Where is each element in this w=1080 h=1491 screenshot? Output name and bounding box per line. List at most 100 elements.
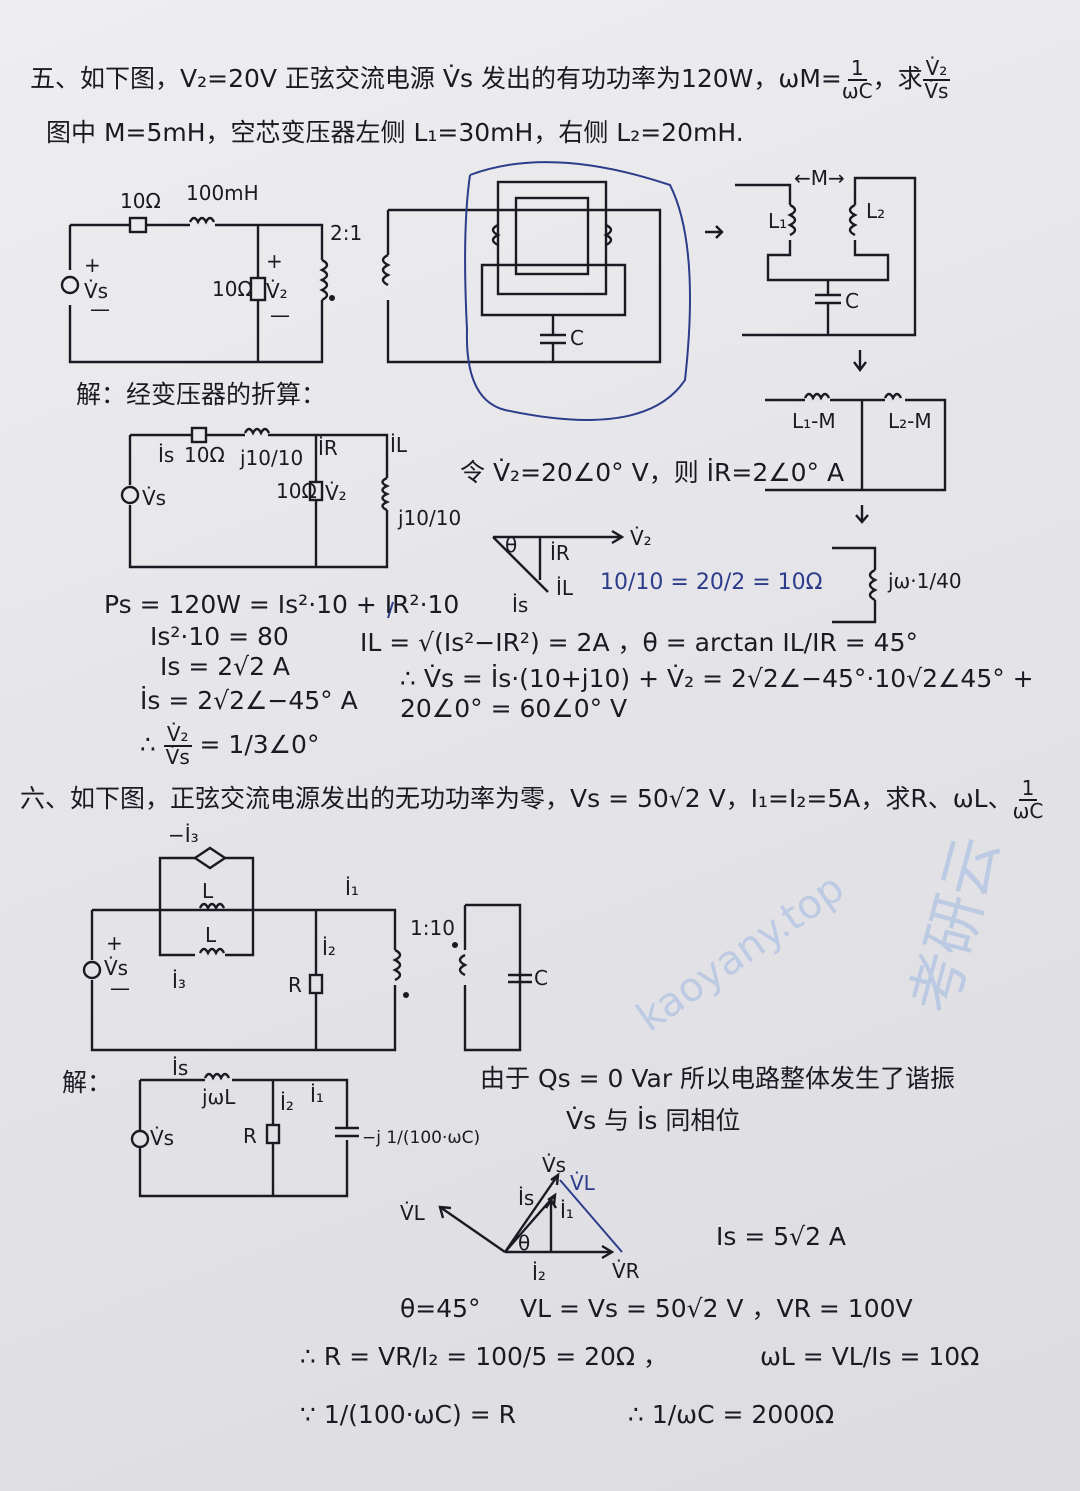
ir-label: İR [318,436,338,460]
v2-label: V̇₂ [266,279,288,303]
ratio-result: = 1/3∠0° [199,730,320,759]
p6-vl-line: VL = Vs = 50√2 V ，VR = 100V [520,1294,913,1323]
is-phasor-label: İs [518,1186,534,1210]
resistor-label: 10Ω [212,277,253,301]
statement-text: 五、如下图，V₂=20V 正弦交流电源 V̇s 发出的有功功率为120W，ωM= [30,64,842,93]
problem5-statement-line1: 五、如下图，V₂=20V 正弦交流电源 V̇s 发出的有功功率为120W，ωM=… [30,58,951,103]
mutual-label: ←M→ [794,166,845,190]
jwl-label: jωL [201,1085,236,1109]
il-label: İL [390,433,408,457]
vr-phasor-label: V̇R [612,1259,640,1283]
ratio-label: 1:10 [410,916,455,940]
frac-num: 1 [847,58,867,81]
p6-cond-line: ∵ 1/(100·ωC) = R [300,1400,516,1429]
p5-eq5: İs = 2√2∠−45° A [140,686,358,715]
p6-is-value: Is = 5√2 A [716,1222,847,1251]
l2-minus-m-label: L₂-M [888,409,932,433]
ratio-label: 2:1 [330,221,362,245]
p6-solution-title: 解： [62,1068,113,1097]
neg-i3-label: −İ₃ [168,823,199,847]
capacitor-label: C [570,326,584,350]
p5-equivalent-circuits: ←M→ L₁ L₂ C L₁-M L₂-M jω·1/40 [735,166,962,624]
inductor-label: L [205,923,217,947]
p5-eq2: Is²·10 = 80 [150,622,289,651]
vl-left-phasor-label: V̇L [400,1201,426,1225]
p5-blue-note: 10/10 = 20/2 = 10Ω [600,570,823,595]
l1-label: L₁ [768,209,787,233]
p5-eq4: IL = √(Is²−IR²) = 2A ，θ = arctan IL/IR =… [360,628,918,657]
equivalent-inductance-label: jω·1/40 [887,569,962,593]
p6-reason2: V̇s 与 İs 同相位 [566,1106,741,1135]
vs-phasor-label: V̇s [542,1153,566,1177]
ir-phasor-label: İR [550,541,570,565]
inductor-label: j10/10 [397,506,461,530]
p6-reason1: 由于 Qs = 0 Var 所以电路整体发生了谐振 [480,1064,956,1093]
capacitor-impedance-label: −j 1/(100·ωC) [362,1128,480,1148]
vs-label: V̇s [150,1126,174,1150]
plus-sign: + [84,253,101,277]
inductor-label: L [202,879,214,903]
p5-circuit: 10Ω 100mH + V̇s — 10Ω + V̇₂ — 2:1 C [60,161,724,421]
p6-theta-value: θ=45° [400,1294,481,1323]
minus-sign: — [270,303,290,327]
i1-label: İ₁ [310,1083,324,1107]
inductor-label: j10/10 [239,446,303,470]
p5-eq6: ∴ V̇s = İs·(10+j10) + V̇₂ = 2√2∠−45°·10√… [400,664,1034,723]
minus-sign: — [110,976,130,1000]
p6-wl-line: ωL = VL/Is = 10Ω [760,1342,980,1371]
resistor-label: R [243,1124,257,1148]
i2-label: İ₂ [280,1091,294,1115]
vs-label: V̇s [84,279,108,303]
vs-label: V̇s [104,956,128,980]
problem5-statement-line2: 图中 M=5mH，空芯变压器左侧 L₁=30mH，右侧 L₂=20mH. [46,118,744,147]
p5-solution-title: 解：经变压器的折算： [76,380,327,409]
vl-phasor-label: V̇L [570,1171,596,1195]
theta-label: θ [518,1231,530,1255]
plus-sign: + [266,249,283,273]
statement-text: 六、如下图，正弦交流电源发出的无功功率为零，Vs = 50√2 V，I₁=I₂=… [20,784,1013,813]
frac-num: V̇₂ [163,724,192,747]
l1-minus-m-label: L₁-M [792,409,836,433]
frac-den: ωC [1012,799,1044,823]
l2-label: L₂ [866,199,885,223]
vs-label: V̇s [142,486,166,510]
capacitor-label: C [845,289,859,313]
is-label: İs [172,1056,188,1080]
i3-label: İ₃ [172,969,186,993]
p6-r-line: ∴ R = VR/I₂ = 100/5 = 20Ω ， [300,1342,668,1371]
p6-circuit: −İ₃ L L İ₁ İ₂ İ₃ R + V̇s — 1:10 C [82,823,548,1052]
v2-label: V̇₂ [325,481,347,505]
theta-label: θ [505,533,517,557]
resistor-label: 10Ω [276,479,317,503]
problem6-statement: 六、如下图，正弦交流电源发出的无功功率为零，Vs = 50√2 V，I₁=I₂=… [20,778,1065,822]
frac-num: V̇₂ [922,58,951,81]
minus-sign: — [90,297,110,321]
resistor-label: 10Ω [120,189,161,213]
p6-result-line: ∴ 1/ωC = 2000Ω [628,1400,835,1429]
therefore-sign: ∴ [140,730,156,759]
v2-phasor-label: V̇₂ [630,526,652,550]
resistor-label: 10Ω [184,443,225,467]
i1-label: İ₁ [345,876,359,900]
i2-phasor-label: İ₂ [532,1261,546,1285]
frac-den: ωC [841,79,873,103]
p5-eq3: Is = 2√2 A [160,652,291,681]
capacitor-label: C [534,966,548,990]
frac-den: V̇s [924,79,949,103]
p6-solution-circuit: İs jωL İ₂ İ₁ R −j 1/(100·ωC) V̇s [130,1056,480,1198]
p5-let-line: 令 V̇₂=20∠0° V，则 İR=2∠0° A [460,458,845,487]
is-label: İs [158,443,174,467]
frac-den: V̇s [165,745,190,769]
i1-phasor-label: İ₁ [560,1199,574,1223]
p5-eq1: Ps = 120W = Is²·10 + IR²·10 [104,590,460,619]
plus-sign: + [106,931,123,955]
i2-label: İ₂ [322,936,336,960]
p6-phasor-diagram: V̇s V̇L İs İ₁ θ İ₂ V̇R V̇L [400,1153,640,1285]
ask-text: ，求 [872,64,923,93]
resistor-label: R [288,973,302,997]
